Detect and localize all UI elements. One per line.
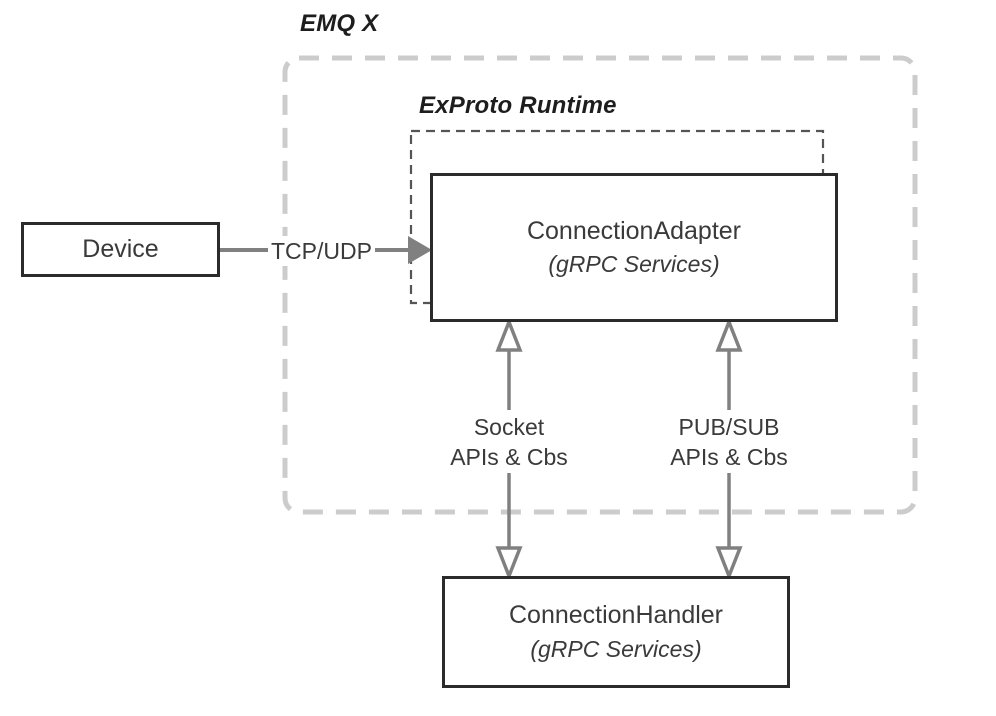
group-label-emqx: EMQ X (300, 10, 379, 37)
node-connection-handler[interactable]: ConnectionHandler (gRPC Services) (442, 576, 790, 688)
connector-socket-apis (495, 317, 523, 581)
node-connection-adapter-title: ConnectionAdapter (526, 216, 742, 245)
edge-label-socket-apis: Socket APIs & Cbs (446, 412, 572, 473)
edge-label-pubsub-apis-line2: APIs & Cbs (670, 444, 788, 471)
arrowhead-open-down (715, 546, 743, 581)
group-frame-emqx (282, 55, 918, 515)
connector-pubsub-apis (715, 317, 743, 581)
edge-label-socket-apis-line1: Socket (473, 414, 545, 440)
edge-label-pubsub-apis: PUB/SUB APIs & Cbs (666, 412, 792, 473)
edge-label-tcp-udp: TCP/UDP (268, 236, 375, 267)
edge-label-socket-apis-line2: APIs & Cbs (450, 444, 568, 471)
node-connection-handler-title: ConnectionHandler (508, 601, 724, 630)
group-label-exproto: ExProto Runtime (419, 92, 617, 119)
node-connection-adapter-subtitle: (gRPC Services) (548, 251, 720, 278)
node-connection-adapter[interactable]: ConnectionAdapter (gRPC Services) (430, 173, 838, 322)
node-device[interactable]: Device (21, 222, 220, 277)
arrowhead-open-up (495, 317, 523, 352)
edge-label-pubsub-apis-line1: PUB/SUB (678, 414, 780, 440)
arrowhead-open-up (715, 317, 743, 352)
arrowhead-solid-right (408, 236, 432, 264)
node-connection-handler-subtitle: (gRPC Services) (530, 635, 702, 662)
node-device-title: Device (82, 235, 159, 264)
arrowhead-open-down (495, 546, 523, 581)
